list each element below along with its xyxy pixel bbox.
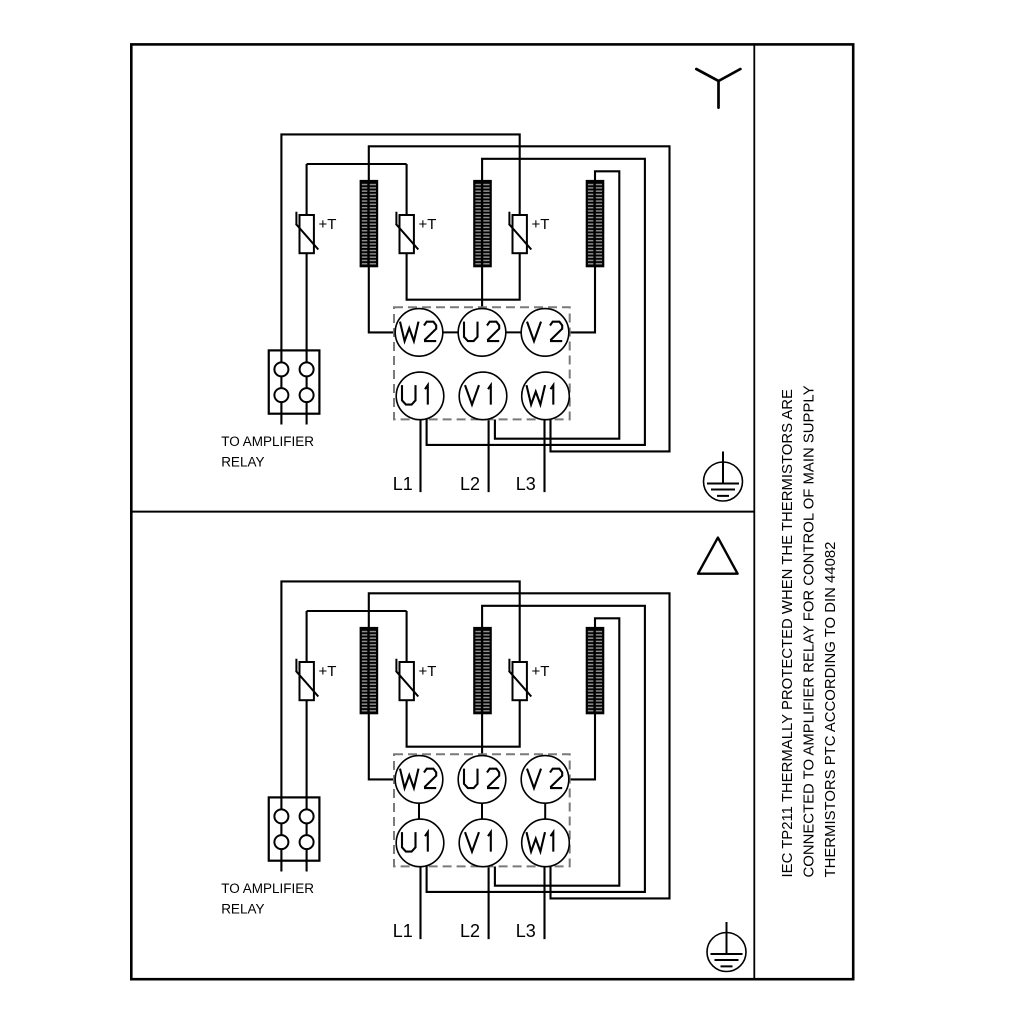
svg-text:IEC TP211 THERMALLY PROTECTED: IEC TP211 THERMALLY PROTECTED WHEN THE T… [780, 389, 796, 878]
svg-text:CONNECTED TO AMPLIFIER RELAY F: CONNECTED TO AMPLIFIER RELAY FOR CONTROL… [802, 385, 818, 877]
svg-text:THERMISTORS PTC ACCORDING TO D: THERMISTORS PTC ACCORDING TO DIN 44082 [823, 542, 839, 878]
